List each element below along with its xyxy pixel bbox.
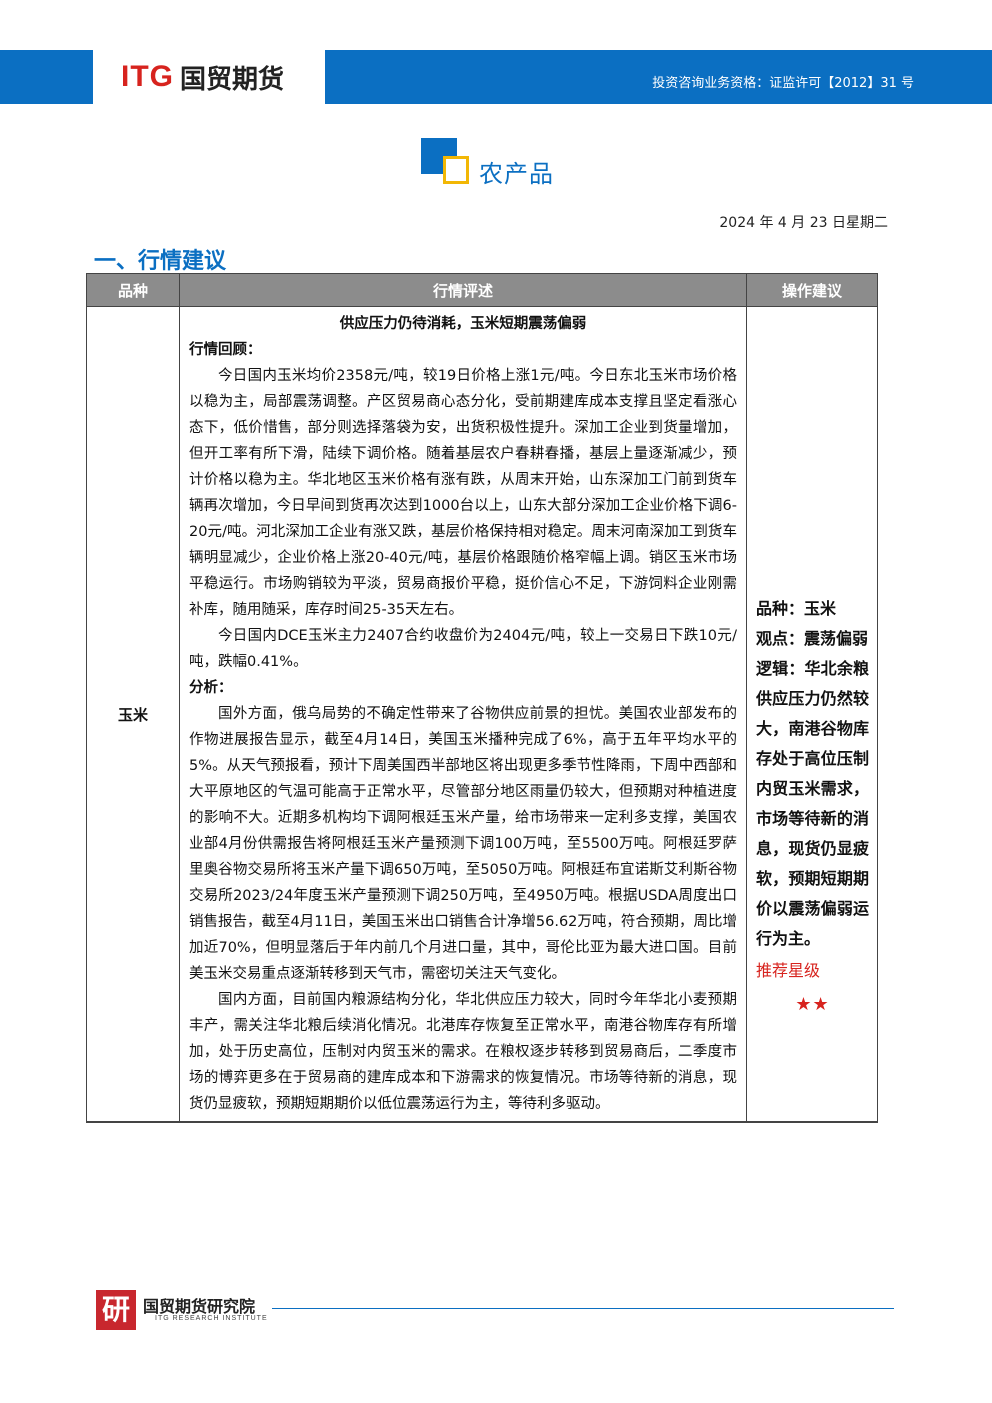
comment-cell: 供应压力仍待消耗，玉米短期震荡偏弱 行情回顾： 今日国内玉米均价2358元/吨，… (179, 306, 747, 1123)
heading-market-advice: 一、行情建议 (94, 249, 227, 274)
star-rating-icon: ★★ (795, 994, 830, 1015)
report-date: 2024 年 4 月 23 日星期二 (719, 215, 888, 231)
header-bar-right: 投资咨询业务资格：证监许可【2012】31 号 (325, 50, 992, 104)
advice-cell: 品种：玉米 观点：震荡偏弱 逻辑：华北余粮供应压力仍然较大，南港谷物库存处于高位… (746, 306, 878, 1123)
col-header-comment: 行情评述 (179, 273, 747, 307)
section-square-icon (421, 138, 469, 186)
variety-cell: 玉米 (86, 306, 180, 1123)
rating-label: 推荐星级 (756, 961, 821, 980)
company-logo: ITG 国贸期货 (93, 50, 325, 104)
logo-cn-text: 国贸期货 (180, 64, 285, 95)
logo-itg-text: ITG (121, 60, 174, 93)
analysis-label: 分析： (189, 680, 233, 696)
advice-variety: 品种：玉米 (756, 599, 837, 618)
license-text: 投资咨询业务资格：证监许可【2012】31 号 (652, 76, 914, 91)
table-row: 玉米 供应压力仍待消耗，玉米短期震荡偏弱 行情回顾： 今日国内玉米均价2358元… (86, 306, 878, 1123)
table-header-row: 品种 行情评述 操作建议 (86, 273, 878, 307)
advice-view: 观点：震荡偏弱 (756, 629, 869, 648)
col-header-advice: 操作建议 (746, 273, 878, 307)
review-paragraph: 今日国内玉米均价2358元/吨，较19日价格上涨1元/吨。今日东北玉米市场价格以… (189, 368, 737, 618)
analysis-paragraph: 国内方面，目前国内粮源结构分化，华北供应压力较大，同时今年华北小麦预期丰产，需关… (189, 992, 737, 1112)
review-label: 行情回顾： (189, 342, 262, 358)
advice-table: 品种 行情评述 操作建议 玉米 供应压力仍待消耗，玉米短期震荡偏弱 行情回顾： … (86, 273, 878, 1123)
footer-institute-en: ITG RESEARCH INSTITUTE (155, 1315, 268, 1322)
footer-divider (272, 1308, 894, 1309)
analysis-paragraph: 国外方面，俄乌局势的不确定性带来了谷物供应前景的担忧。美国农业部发布的作物进展报… (189, 706, 737, 982)
col-header-variety: 品种 (86, 273, 180, 307)
comment-headline: 供应压力仍待消耗，玉米短期震荡偏弱 (339, 316, 587, 332)
footer-institute-name: 国贸期货研究院 (143, 1297, 256, 1316)
header-bar-left (0, 50, 93, 104)
advice-logic: 逻辑：华北余粮供应压力仍然较大，南港谷物库存处于高位压制内贸玉米需求，市场等待新… (756, 659, 869, 948)
review-paragraph: 今日国内DCE玉米主力2407合约收盘价为2404元/吨，较上一交易日下跌10元… (189, 628, 737, 670)
section-title: 农产品 (479, 160, 554, 188)
research-seal-logo: 研 (96, 1290, 136, 1330)
